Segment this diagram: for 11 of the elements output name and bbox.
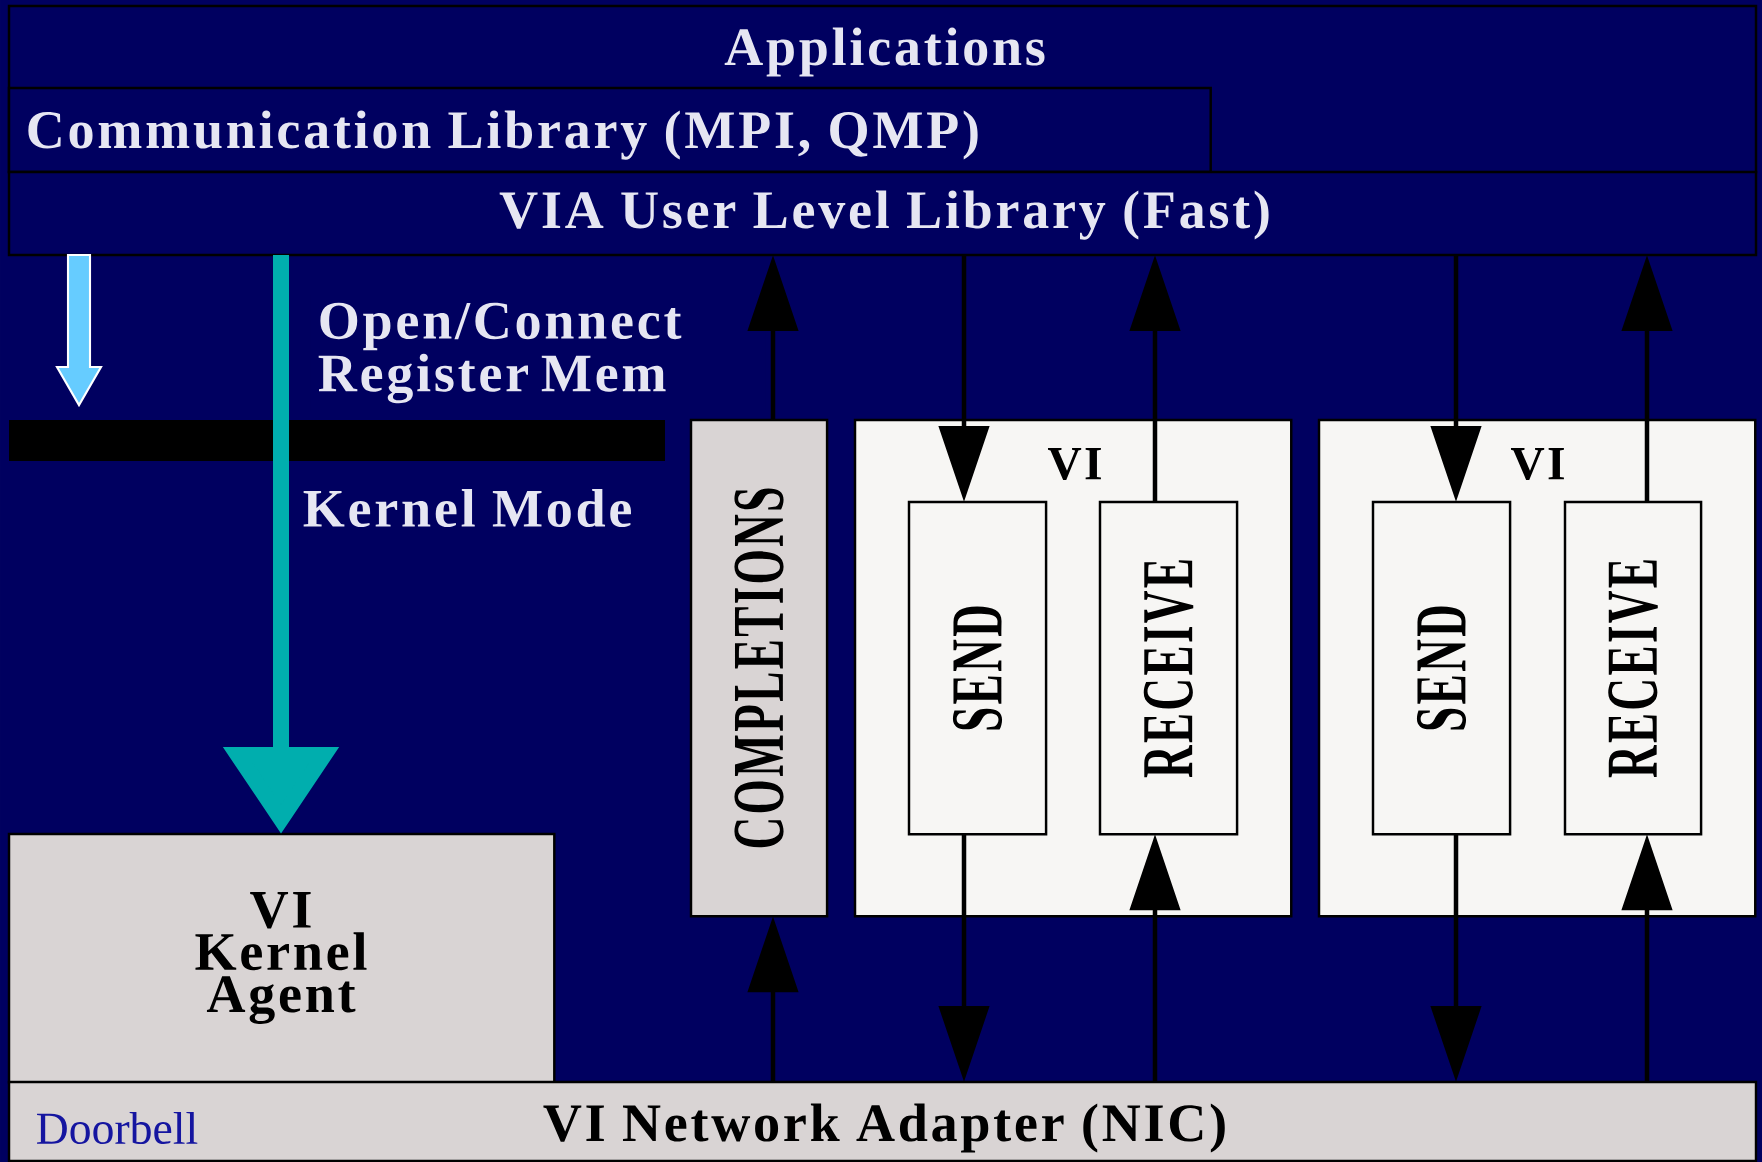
queue-box: RECEIVE <box>1098 500 1239 836</box>
layer-band: VIA User Level Library (Fast) <box>7 170 1758 257</box>
queue-box: COMPLETIONS <box>689 418 829 918</box>
queue-box: RECEIVE <box>1563 500 1703 836</box>
agent-box: VI Kernel Agent <box>7 832 556 1084</box>
queue-box: SEND <box>907 500 1048 836</box>
queue-box: SEND <box>1371 500 1512 836</box>
library-box: Communication Library (MPI, QMP) <box>7 86 1212 174</box>
adapter-box: Doorbell VI Network Adapter (NIC) <box>7 1080 1758 1162</box>
region-label: Kernel Mode <box>303 489 631 528</box>
block-arrow <box>55 254 103 408</box>
